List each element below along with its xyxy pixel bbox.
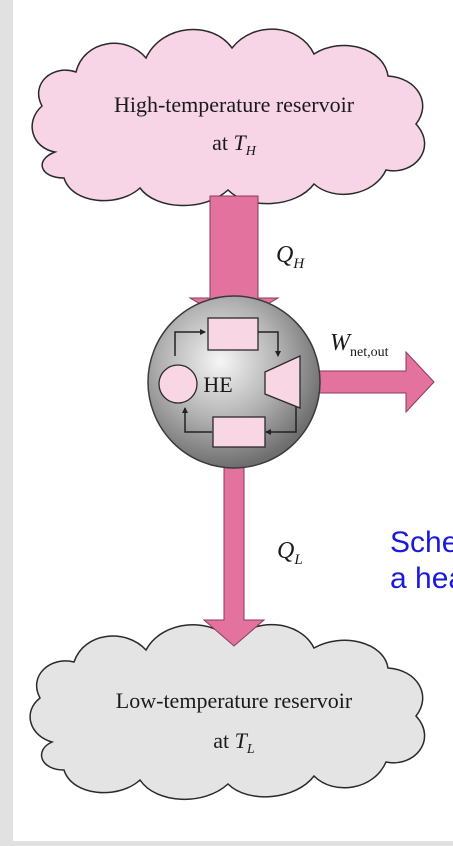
caption-line-2: a heat engine: [390, 562, 453, 595]
low-reservoir-label-line2: at TL: [213, 728, 255, 757]
heat-output-arrow: [202, 439, 266, 647]
work-label: Wnet,out: [330, 330, 389, 360]
engine-label: HE: [203, 372, 232, 397]
cycle-box-bottom: [212, 416, 266, 448]
cycle-loop: [174, 329, 297, 435]
turbine-trapezoid: [264, 354, 301, 409]
high-reservoir-label-line2: at TH: [212, 130, 257, 159]
low-temperature-reservoir-cloud: [29, 623, 426, 801]
cycle-box-top: [207, 317, 259, 351]
q-high-label: QH: [276, 242, 305, 272]
q-low-label: QL: [277, 538, 303, 568]
low-reservoir-label-line1: Low-temperature reservoir: [116, 688, 353, 713]
heat-engine-sphere: [147, 295, 321, 469]
pump-circle: [158, 364, 198, 404]
caption-line-1: Schematic of: [390, 526, 453, 559]
high-temperature-reservoir-cloud: [31, 28, 426, 207]
high-reservoir-label-line1: High-temperature reservoir: [114, 92, 355, 117]
